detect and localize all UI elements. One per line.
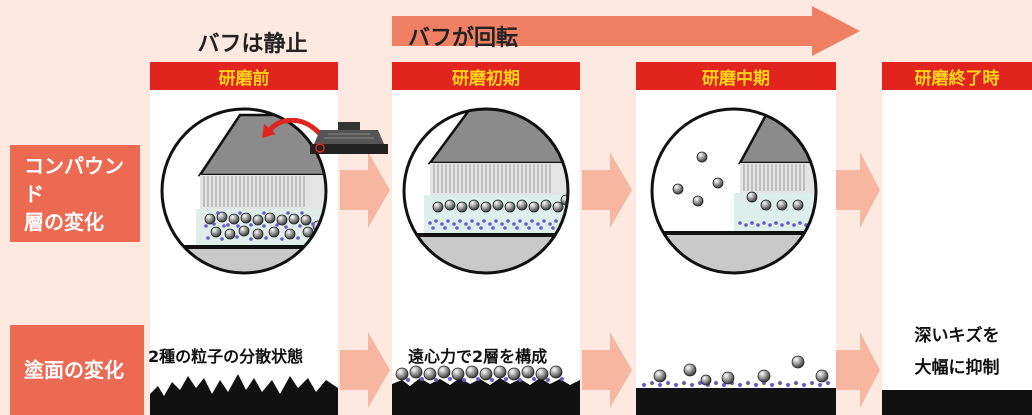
step-arrow-3: [836, 152, 880, 228]
coating-caption-final-line2: 大幅に抑制: [914, 358, 1000, 378]
coating-surface-early: [392, 365, 580, 415]
coating-caption-early: 遠心力で2層を構成: [408, 347, 548, 366]
stage-header-middle: 研磨中期: [636, 62, 836, 90]
curved-arrow-icon: [262, 118, 322, 138]
coating-surface-before: [150, 374, 338, 415]
row-label-compound-line1: コンパウンド: [24, 153, 124, 206]
magnified-view-before: [160, 107, 328, 275]
rotation-arrow: [392, 6, 860, 56]
step-arrow-2: [582, 152, 632, 228]
step-arrow-5: [582, 332, 632, 408]
stage-header-final: 研磨終了時: [882, 62, 1032, 90]
coating-caption-final: 深いキズを 大幅に抑制: [882, 320, 1032, 384]
step-arrow-6: [836, 332, 880, 408]
row-label-compound-line2: 層の変化: [24, 209, 104, 234]
buff-pad-icon: [310, 122, 388, 154]
stage-header-early: 研磨初期: [392, 62, 580, 90]
coating-surface-final: [882, 390, 1032, 415]
stage-header-before: 研磨前: [150, 62, 338, 90]
static-buff-banner: バフは静止: [197, 32, 308, 57]
magnified-view-early: [402, 107, 570, 275]
coating-surface-middle: [636, 355, 836, 415]
row-label-coating: 塗面の変化: [10, 325, 144, 415]
step-arrow-1: [340, 152, 390, 228]
row-label-coating-text: 塗面の変化: [24, 358, 124, 382]
coating-caption-final-line1: 深いキズを: [914, 326, 1000, 346]
coating-caption-before: 2種の粒子の分散状態: [148, 347, 304, 366]
step-arrow-4: [340, 332, 390, 408]
stage-panel-final: [882, 90, 1032, 415]
row-label-compound: コンパウンド 層の変化: [10, 145, 140, 242]
rotating-buff-banner: バフが回転: [408, 26, 519, 51]
magnified-view-middle: [650, 107, 818, 275]
